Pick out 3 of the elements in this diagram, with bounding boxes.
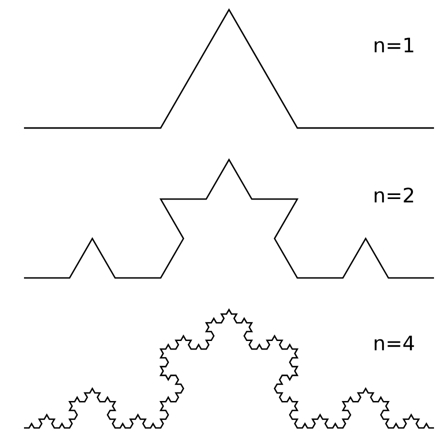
order-label: n=2 bbox=[374, 188, 414, 202]
order-label: n=1 bbox=[374, 38, 414, 52]
order-label: n=4 bbox=[374, 336, 414, 350]
